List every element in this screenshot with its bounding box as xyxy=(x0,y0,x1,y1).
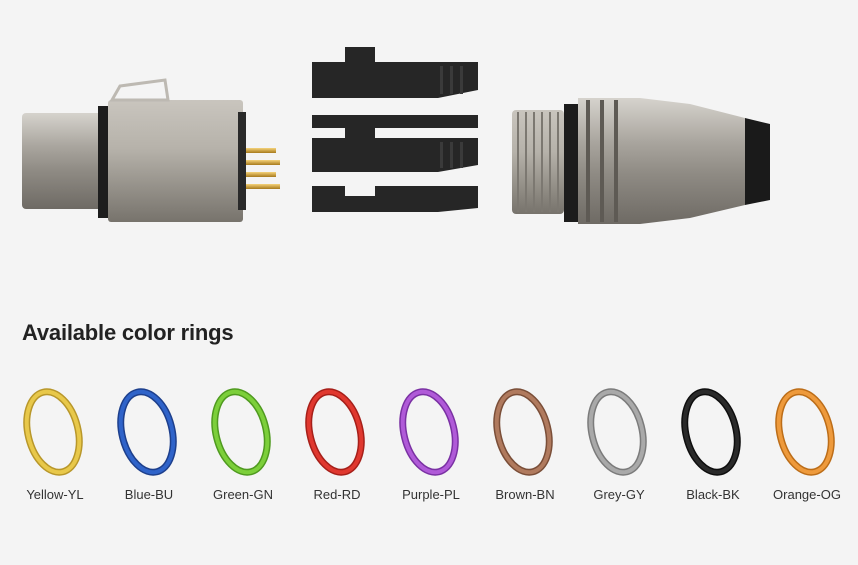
color-ring-label: Yellow-YL xyxy=(26,487,84,502)
section-title: Available color rings xyxy=(22,320,234,345)
color-ring-label: Purple-PL xyxy=(402,487,460,502)
color-ring-graphic xyxy=(117,388,177,476)
color-ring-graphic xyxy=(775,388,835,476)
color-ring-item: Red-RD xyxy=(287,385,387,515)
color-ring-graphic xyxy=(23,388,83,476)
color-ring-graphic xyxy=(305,388,365,476)
color-ring-item: Grey-GY xyxy=(569,385,669,515)
color-ring-item: Black-BK xyxy=(663,385,763,515)
color-ring-item: Brown-BN xyxy=(475,385,575,515)
color-ring-graphic xyxy=(587,388,647,476)
color-ring-graphic xyxy=(399,388,459,476)
connector-exploded-view xyxy=(22,47,770,224)
color-ring-item: Green-GN xyxy=(193,385,293,515)
color-ring-label: Grey-GY xyxy=(593,487,645,502)
color-rings-list: Yellow-YL Blue-BU Green-GN Red-RD Purple-PL B… xyxy=(0,385,858,515)
color-ring-item: Orange-OG xyxy=(757,385,857,515)
color-ring-graphic xyxy=(211,388,271,476)
color-ring-graphic xyxy=(493,388,553,476)
threaded-housing xyxy=(512,98,770,224)
color-ring-graphic xyxy=(681,388,741,476)
color-ring-label: Orange-OG xyxy=(773,487,841,502)
color-ring-label: Green-GN xyxy=(213,487,273,502)
color-ring-item: Blue-BU xyxy=(99,385,199,515)
strain-relief-inserts xyxy=(312,47,478,212)
color-ring-label: Blue-BU xyxy=(124,487,174,502)
color-ring-item: Purple-PL xyxy=(381,385,481,515)
color-ring-label: Black-BK xyxy=(686,487,740,502)
color-ring-label: Brown-BN xyxy=(495,487,555,502)
female-connector xyxy=(22,78,280,222)
color-ring-item: Yellow-YL xyxy=(5,385,105,515)
color-ring-label: Red-RD xyxy=(313,487,361,502)
